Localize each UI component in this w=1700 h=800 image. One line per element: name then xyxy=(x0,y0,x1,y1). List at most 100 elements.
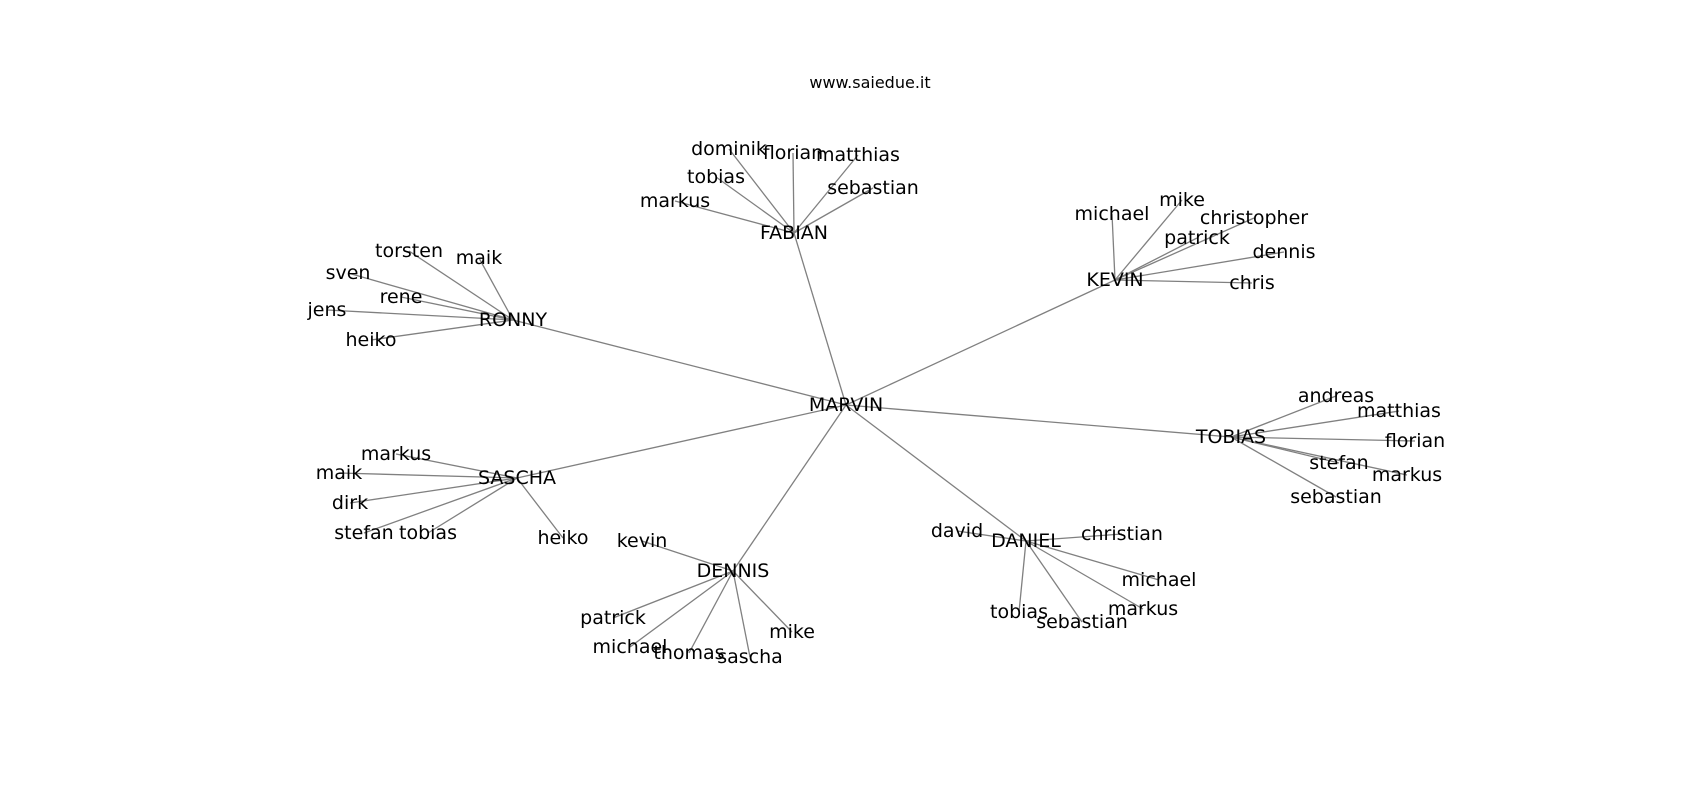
edge-daniel-daniel-tobias xyxy=(1018,540,1027,613)
node-label-leaf-daniel-sebastian: sebastian xyxy=(1036,611,1128,633)
edge-ronny-ronny-torsten xyxy=(408,250,514,321)
edge-kevin-kevin-patrick xyxy=(1114,237,1198,281)
node-label-hub-daniel: DANIEL xyxy=(991,530,1061,552)
edge-fabian-fabian-tobias xyxy=(715,176,795,234)
node-label-leaf-sascha-dirk: dirk xyxy=(332,492,368,514)
node-label-leaf-ronny-heiko: heiko xyxy=(346,329,397,351)
node-label-leaf-ronny-torsten: torsten xyxy=(375,240,443,262)
node-label-hub-dennis: DENNIS xyxy=(697,560,770,582)
node-label-leaf-sascha-maik: maik xyxy=(316,462,362,484)
edge-tobias-tobias-sebastian xyxy=(1230,436,1337,498)
watermark-text: www.saiedue.it xyxy=(809,73,930,92)
node-label-leaf-tobias-sebastian: sebastian xyxy=(1290,486,1382,508)
edge-ronny-ronny-maik xyxy=(478,257,514,321)
edge-marvin-dennis xyxy=(732,404,847,572)
edge-marvin-fabian xyxy=(793,232,847,406)
edge-tobias-tobias-florian xyxy=(1230,436,1416,442)
node-label-leaf-ronny-jens: jens xyxy=(307,299,347,321)
edge-sascha-sascha-maik xyxy=(338,472,518,479)
edge-tobias-tobias-andreas xyxy=(1230,395,1337,438)
node-label-hub-tobias: TOBIAS xyxy=(1195,426,1266,448)
edge-sascha-sascha-stefan xyxy=(363,477,518,534)
node-label-leaf-fabian-dominik: dominik xyxy=(691,138,767,160)
edge-daniel-daniel-christian xyxy=(1025,533,1123,542)
edge-kevin-kevin-chris xyxy=(1114,279,1253,284)
edge-dennis-dennis-patrick xyxy=(612,570,734,619)
edge-marvin-tobias xyxy=(845,404,1232,438)
edge-tobias-tobias-markus xyxy=(1230,436,1408,476)
node-label-leaf-kevin-dennis: dennis xyxy=(1252,241,1315,263)
node-label-leaf-ronny-rene: rene xyxy=(380,286,423,308)
edge-fabian-fabian-matthias xyxy=(793,154,859,234)
node-label-leaf-daniel-david: david xyxy=(931,520,983,542)
edge-fabian-fabian-dominik xyxy=(728,148,795,234)
node-label-leaf-tobias-florian: florian xyxy=(1385,430,1445,452)
node-label-leaf-tobias-stefan: stefan xyxy=(1309,452,1368,474)
edge-ronny-ronny-heiko xyxy=(370,319,514,341)
edge-dennis-dennis-kevin xyxy=(641,540,734,572)
edge-daniel-daniel-david xyxy=(956,530,1027,542)
edge-kevin-kevin-dennis xyxy=(1114,251,1285,281)
edge-dennis-dennis-mike xyxy=(732,570,793,633)
node-label-leaf-tobias-andreas: andreas xyxy=(1298,385,1374,407)
node-label-leaf-fabian-markus: markus xyxy=(640,190,710,212)
edge-dennis-dennis-michael xyxy=(629,570,734,648)
node-label-leaf-dennis-sascha: sascha xyxy=(717,646,783,668)
edge-tobias-tobias-matthias xyxy=(1230,410,1400,438)
node-label-leaf-sascha-stefan: stefan xyxy=(334,522,393,544)
node-label-leaf-sascha-heiko: heiko xyxy=(538,527,589,549)
edge-ronny-ronny-sven xyxy=(347,272,514,321)
node-label-leaf-ronny-maik: maik xyxy=(456,247,502,269)
node-label-leaf-daniel-tobias: tobias xyxy=(990,601,1048,623)
edge-sascha-sascha-heiko xyxy=(516,477,564,539)
node-label-root: MARVIN xyxy=(809,394,883,416)
node-label-leaf-fabian-tobias: tobias xyxy=(687,166,745,188)
node-label-leaf-daniel-markus: markus xyxy=(1108,598,1178,620)
node-label-leaf-fabian-florian: florian xyxy=(763,142,823,164)
edge-daniel-daniel-markus xyxy=(1025,540,1144,610)
edge-marvin-sascha xyxy=(516,404,847,479)
edge-sascha-sascha-dirk xyxy=(349,477,518,504)
node-label-leaf-dennis-mike: mike xyxy=(769,621,815,643)
node-label-hub-kevin: KEVIN xyxy=(1086,269,1143,291)
node-label-leaf-tobias-matthias: matthias xyxy=(1357,400,1441,422)
edge-kevin-kevin-michael xyxy=(1111,213,1116,281)
node-label-leaf-tobias-markus: markus xyxy=(1372,464,1442,486)
node-label-leaf-ronny-sven: sven xyxy=(326,262,371,284)
edge-dennis-dennis-thomas xyxy=(688,570,734,654)
node-label-leaf-kevin-christopher: christopher xyxy=(1200,207,1308,229)
labels-layer: MARVINFABIANdominikflorianmatthiastobias… xyxy=(307,138,1446,668)
edges-layer xyxy=(326,148,1416,658)
edge-sascha-sascha-tobias xyxy=(427,477,518,534)
node-label-leaf-sascha-markus: markus xyxy=(361,443,431,465)
edge-daniel-daniel-sebastian xyxy=(1025,540,1083,623)
node-label-leaf-daniel-michael: michael xyxy=(1122,569,1197,591)
edge-fabian-fabian-markus xyxy=(674,200,795,234)
edge-fabian-fabian-sebastian xyxy=(793,187,874,234)
edge-sascha-sascha-markus xyxy=(395,453,518,479)
node-label-leaf-daniel-christian: christian xyxy=(1081,523,1163,545)
node-label-hub-fabian: FABIAN xyxy=(760,222,828,244)
node-label-leaf-sascha-tobias: tobias xyxy=(399,522,457,544)
edge-fabian-fabian-florian xyxy=(792,152,795,234)
edge-kevin-kevin-mike xyxy=(1114,199,1183,281)
edge-marvin-ronny xyxy=(512,319,847,406)
edge-marvin-kevin xyxy=(845,279,1116,406)
node-label-leaf-dennis-kevin: kevin xyxy=(617,530,668,552)
edge-dennis-dennis-sascha xyxy=(732,570,751,658)
edge-ronny-ronny-jens xyxy=(326,309,514,321)
edge-daniel-daniel-michael xyxy=(1025,540,1160,581)
edge-kevin-kevin-christopher xyxy=(1114,217,1255,281)
node-label-leaf-kevin-michael: michael xyxy=(1075,203,1150,225)
node-label-leaf-dennis-thomas: thomas xyxy=(653,642,724,664)
node-label-leaf-kevin-chris: chris xyxy=(1229,272,1274,294)
node-label-leaf-dennis-michael: michael xyxy=(593,636,668,658)
node-label-leaf-fabian-sebastian: sebastian xyxy=(827,177,919,199)
node-label-hub-sascha: SASCHA xyxy=(478,467,556,489)
node-label-hub-ronny: RONNY xyxy=(479,309,548,331)
node-label-leaf-dennis-patrick: patrick xyxy=(580,607,646,629)
node-label-leaf-kevin-mike: mike xyxy=(1159,189,1205,211)
edge-ronny-ronny-rene xyxy=(400,296,514,321)
edge-marvin-daniel xyxy=(845,404,1027,542)
